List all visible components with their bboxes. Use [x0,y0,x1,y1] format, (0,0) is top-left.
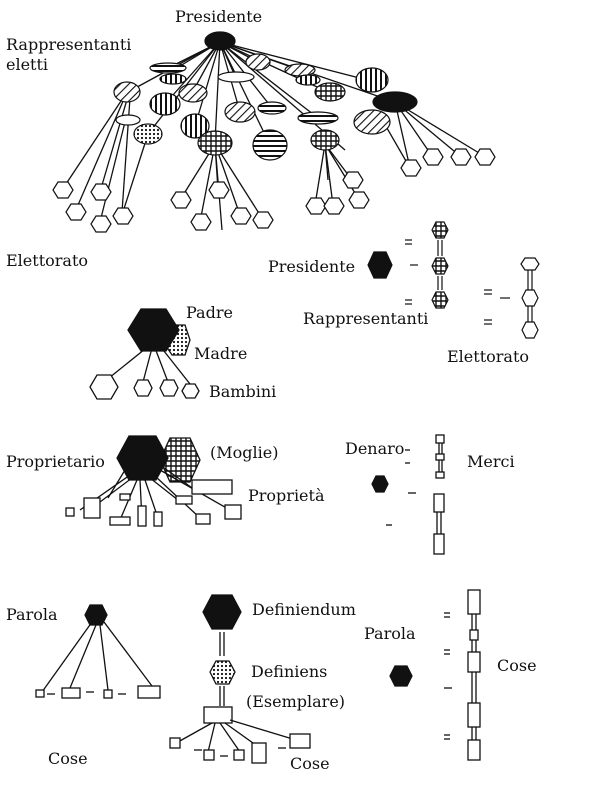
father-label: Padre [186,303,233,322]
mother-label: Madre [194,344,248,363]
proprietor-node [116,435,169,481]
elected-representatives-label-line1: Rappresentanti [6,35,132,54]
exemplar-label: (Esemplare) [246,692,346,711]
representative-nodes [113,53,418,161]
chain-president-label: Presidente [268,257,356,276]
representation-chain [367,221,540,339]
things-middle-label: Cose [290,754,330,773]
family-diagram [89,308,200,400]
president-node [204,31,236,51]
goods-label: Merci [467,452,515,471]
representation-tree [52,31,496,233]
money-node [371,475,389,493]
goods-items [433,434,445,555]
right-word-label: Parola [364,624,416,643]
definiens-node [209,660,236,685]
right-word-node [389,665,413,687]
money-label: Denaro [345,439,405,458]
word-node [84,604,108,626]
father-node [127,308,180,352]
chain-electorate-nodes [520,257,540,339]
chain-electorate-label: Elettorato [447,347,530,366]
wife-node [159,437,201,483]
electorate-nodes [52,148,496,233]
property-items [65,479,242,527]
property-label: Proprietà [248,486,325,505]
children-nodes [89,374,200,400]
things-right-label: Cose [497,656,537,675]
word-label: Parola [6,605,58,624]
chain-representatives-label: Rappresentanti [303,309,429,328]
chain-president-node [367,251,393,279]
definiendum-node [202,594,242,630]
definiens-label: Definiens [251,662,328,681]
electorate-label: Elettorato [6,251,89,270]
proprietor-label: Proprietario [6,452,105,471]
exemplar-node [203,706,233,724]
word-things-right [389,589,481,761]
definiendum-label: Definiendum [252,600,356,619]
word-things-left [35,604,161,699]
right-things-items [467,589,481,761]
wife-label: (Moglie) [210,443,279,462]
chain-representative-nodes [431,221,449,309]
definition-diagram [169,594,311,764]
children-label: Bambini [209,382,277,401]
things-left-label: Cose [48,749,88,768]
elected-representatives-label-line2: eletti [6,55,49,74]
president-label: Presidente [175,7,263,26]
property-diagram [65,434,445,555]
